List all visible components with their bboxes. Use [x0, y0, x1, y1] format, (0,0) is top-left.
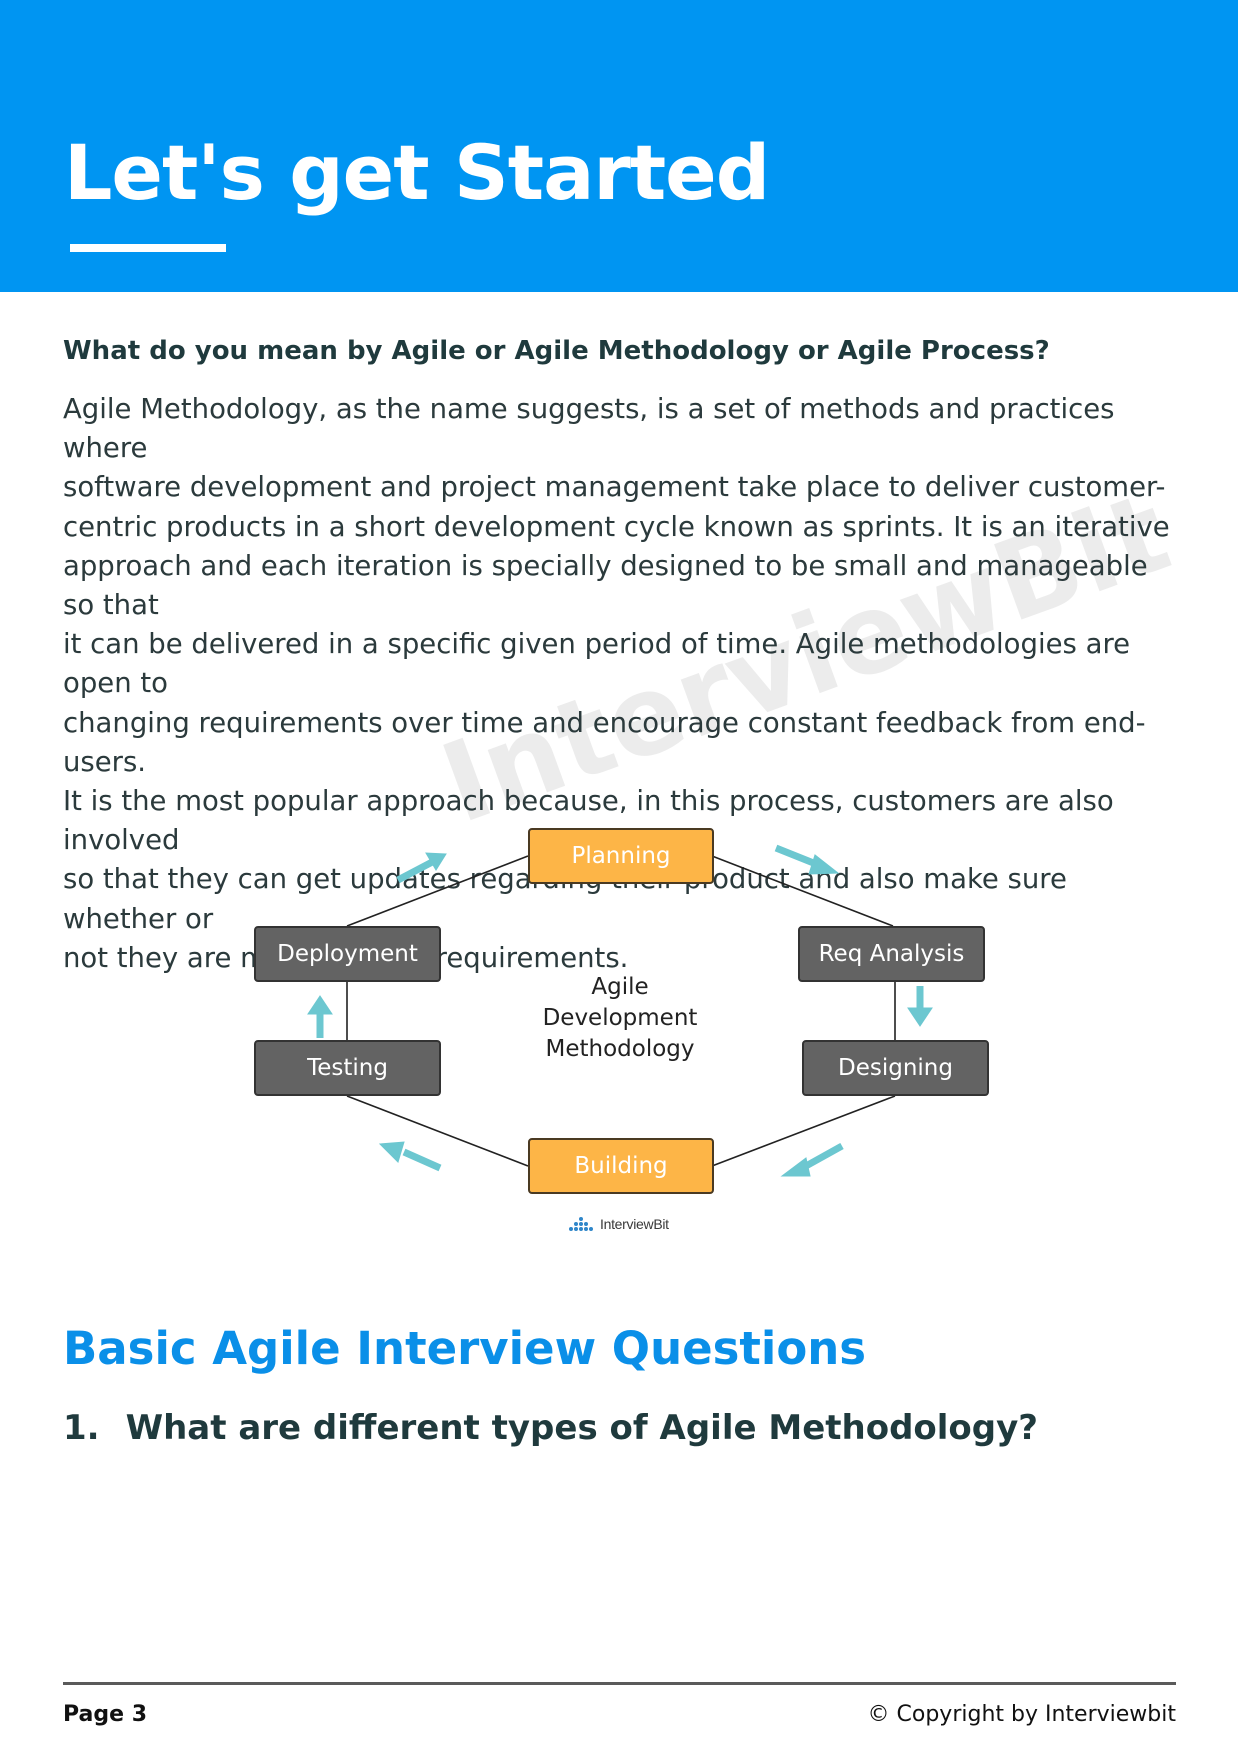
arrow-up-icon	[307, 995, 333, 1038]
agile-cycle-diagram: Planning Req Analysis Designing Building…	[240, 818, 1000, 1248]
paragraph-line: changing requirements over time and enco…	[63, 706, 1146, 778]
arrow-down-icon	[907, 986, 933, 1027]
center-label-line: Development	[542, 1005, 698, 1031]
question-number: 1.	[63, 1408, 100, 1448]
page-title: Let's get Started	[64, 128, 770, 217]
question-text: What are different types of Agile Method…	[125, 1408, 1039, 1448]
stage-req-analysis: Req Analysis	[798, 926, 985, 982]
section-heading: Basic Agile Interview Questions	[63, 1322, 867, 1375]
copyright-text: © Copyright by Interviewbit	[867, 1702, 1176, 1727]
stage-testing: Testing	[254, 1040, 441, 1096]
page-number: Page 3	[63, 1702, 148, 1727]
footer-divider	[63, 1682, 1176, 1685]
arrow-down-left-icon	[780, 1142, 844, 1177]
stage-building: Building	[528, 1138, 714, 1194]
paragraph-line: It is the most popular approach because,…	[63, 785, 1114, 857]
stage-deployment: Deployment	[254, 926, 441, 982]
title-underline	[70, 244, 226, 252]
question-heading: 1. What are different types of Agile Met…	[63, 1408, 1038, 1448]
connector-line	[711, 855, 894, 927]
connector-line	[711, 1095, 896, 1167]
stage-designing: Designing	[802, 1040, 989, 1096]
paragraph-line: Agile Methodology, as the name suggests,…	[63, 393, 1115, 465]
intro-paragraph: Agile Methodology, as the name suggests,…	[63, 390, 1183, 978]
paragraph-line: it can be delivered in a specific given …	[63, 628, 1131, 700]
brand-name: InterviewBit	[600, 1216, 669, 1232]
arrow-down-right-icon	[774, 844, 840, 875]
paragraph-line: software development and project managem…	[63, 471, 1166, 504]
arrow-up-left-icon	[378, 1141, 442, 1172]
connector-line	[346, 1095, 529, 1167]
brand-mark-icon	[569, 1217, 593, 1231]
page-header: Let's get Started	[0, 0, 1238, 292]
intro-question: What do you mean by Agile or Agile Metho…	[63, 336, 1050, 366]
stage-planning: Planning	[528, 828, 714, 884]
diagram-center-label: Agile Development Methodology	[520, 972, 720, 1065]
interviewbit-logo: InterviewBit	[566, 1216, 669, 1232]
diagram-connectors	[307, 844, 933, 1177]
arrow-up-right-icon	[396, 852, 447, 884]
connector-line	[346, 855, 529, 927]
paragraph-line: approach and each iteration is specially…	[63, 549, 1148, 622]
paragraph-line: centric products in a short development …	[63, 510, 1170, 543]
center-label-line: Methodology	[545, 1036, 695, 1062]
center-label-line: Agile	[591, 974, 649, 1000]
